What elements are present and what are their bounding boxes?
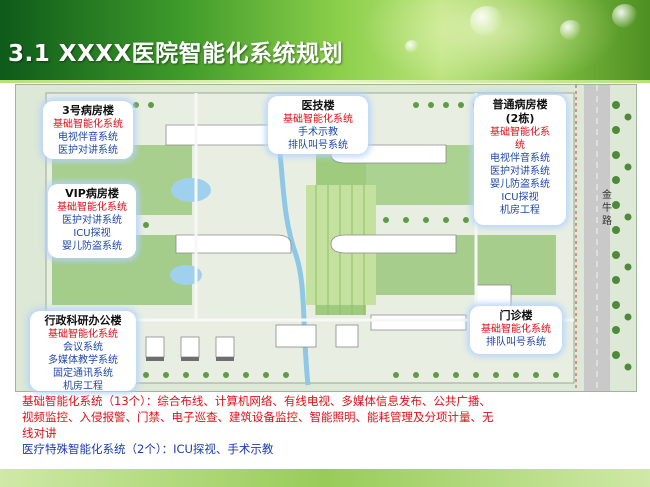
callout-item: 手术示教 bbox=[298, 127, 338, 138]
water-drop-decoration bbox=[405, 40, 419, 53]
callout-system: 基础智能化系统 bbox=[48, 329, 118, 340]
basic-systems-line-3: 线对讲 bbox=[22, 426, 57, 440]
callout-item: 电视伴音系统 bbox=[490, 153, 550, 164]
callout-item: 医护对讲系统 bbox=[490, 166, 550, 177]
water-drop-decoration bbox=[560, 20, 582, 40]
callout-item: 电视伴音系统 bbox=[58, 132, 118, 143]
callout-heading: VIP病房楼 bbox=[65, 187, 119, 200]
slide-header: 3.1 XXXX医院智能化系统规划 bbox=[0, 0, 650, 80]
water-drop-decoration bbox=[470, 6, 504, 36]
callout-system: 基础智能化系 bbox=[490, 127, 550, 138]
medical-systems-line: 医疗特殊智能化系统（2个）：ICU探视、手术示教 bbox=[22, 442, 274, 456]
callout-heading: 医技楼 bbox=[301, 99, 335, 112]
slide-title: 3.1 XXXX医院智能化系统规划 bbox=[8, 41, 344, 67]
callout-system: 基础智能化系统 bbox=[283, 114, 353, 125]
callout-item: 机房工程 bbox=[63, 381, 103, 392]
callout-admin-research-building: 行政科研办公楼 基础智能化系统 会议系统 多媒体教学系统 固定通讯系统 机房工程 bbox=[30, 311, 136, 392]
callout-item: 多媒体教学系统 bbox=[48, 355, 118, 366]
road-label: 金牛路 bbox=[602, 190, 612, 227]
callout-system-cont: 统 bbox=[515, 140, 525, 151]
basic-systems-line-1: 基础智能化系统（13个）：综合布线、计算机网络、有线电视、多媒体信息发布、公共广… bbox=[22, 394, 491, 408]
callout-system: 基础智能化系统 bbox=[481, 324, 551, 335]
callout-item: 医护对讲系统 bbox=[58, 145, 118, 156]
callout-system: 基础智能化系统 bbox=[57, 202, 127, 213]
callout-item: 医护对讲系统 bbox=[62, 215, 122, 226]
callout-item: ICU探视 bbox=[501, 192, 539, 203]
callout-general-ward-building: 普通病房楼 (2栋) 基础智能化系 统 电视伴音系统 医护对讲系统 婴儿防盗系统… bbox=[474, 95, 566, 225]
water-drop-decoration bbox=[612, 4, 638, 28]
callout-outpatient-building: 门诊楼 基础智能化系统 排队叫号系统 bbox=[470, 306, 562, 354]
callout-heading: 行政科研办公楼 bbox=[44, 314, 122, 327]
callout-vip-building: VIP病房楼 基础智能化系统 医护对讲系统 ICU探视 婴儿防盗系统 bbox=[48, 184, 136, 258]
callout-system: 基础智能化系统 bbox=[53, 119, 123, 130]
callout-item: 排队叫号系统 bbox=[288, 140, 348, 151]
callout-medical-tech-building: 医技楼 基础智能化系统 手术示教 排队叫号系统 bbox=[268, 96, 368, 154]
system-summary: 基础智能化系统（13个）：综合布线、计算机网络、有线电视、多媒体信息发布、公共广… bbox=[22, 393, 637, 457]
callout-heading: 门诊楼 bbox=[499, 309, 533, 322]
callout-heading-sub: (2栋) bbox=[505, 112, 535, 125]
callout-heading: 3号病房楼 bbox=[62, 104, 114, 117]
callout-heading: 普通病房楼 bbox=[492, 98, 548, 111]
footer-bar bbox=[0, 469, 650, 487]
header-divider bbox=[0, 80, 650, 83]
callout-item: 会议系统 bbox=[63, 342, 103, 353]
callout-item: 机房工程 bbox=[500, 205, 540, 216]
callout-item: ICU探视 bbox=[73, 228, 111, 239]
callout-item: 婴儿防盗系统 bbox=[62, 241, 122, 252]
basic-systems-line-2: 视频监控、入侵报警、门禁、电子巡查、建筑设备监控、智能照明、能耗管理及分项计量、… bbox=[22, 410, 494, 424]
callout-item: 婴儿防盗系统 bbox=[490, 179, 550, 190]
callout-building-3: 3号病房楼 基础智能化系统 电视伴音系统 医护对讲系统 bbox=[43, 101, 133, 159]
callout-item: 固定通讯系统 bbox=[53, 368, 113, 379]
callout-item: 排队叫号系统 bbox=[486, 337, 546, 348]
